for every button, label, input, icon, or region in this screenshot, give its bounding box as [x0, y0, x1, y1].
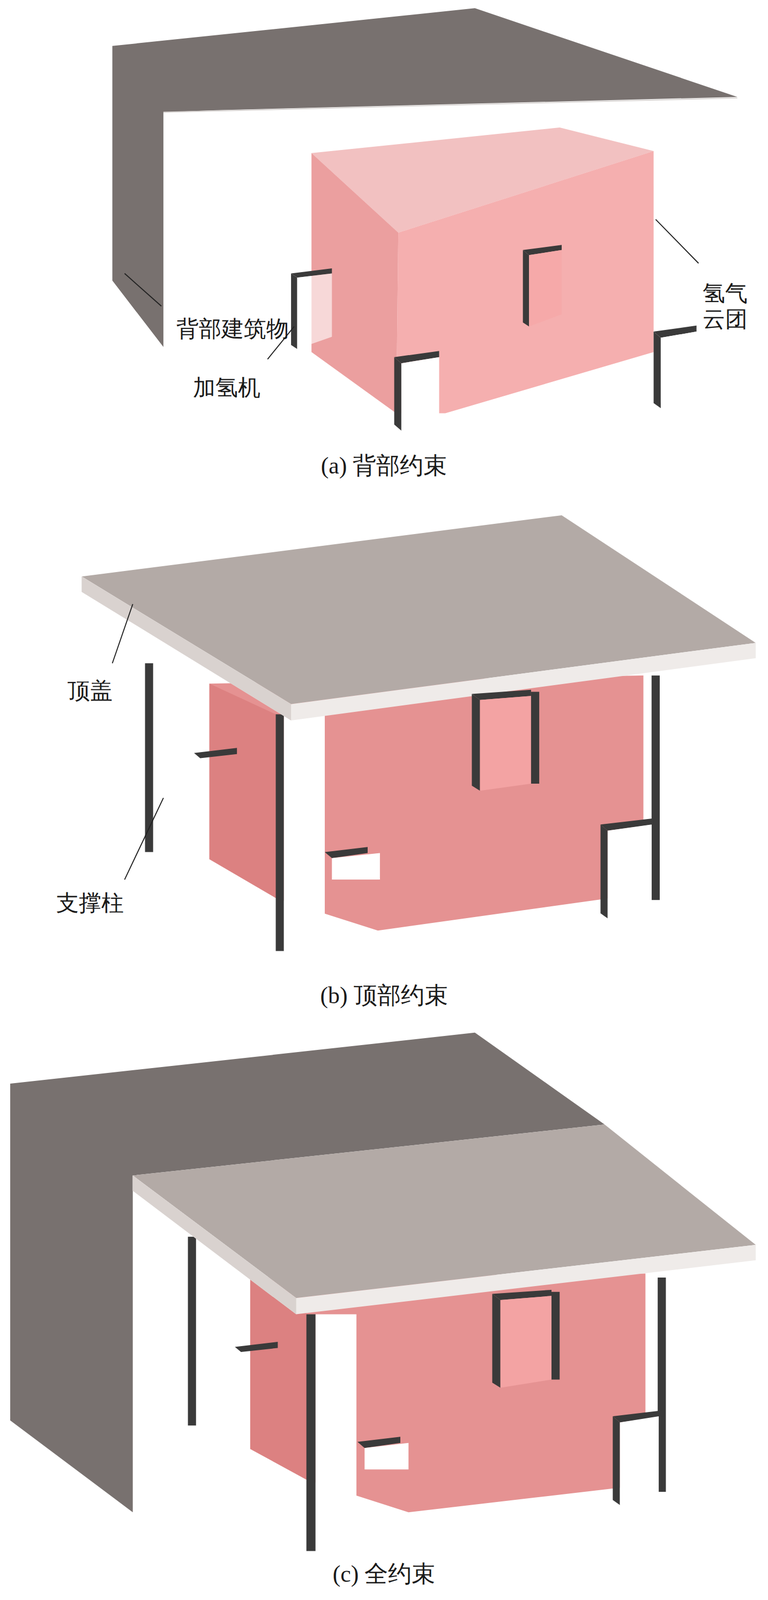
subfigure-caption: (c) 全约束	[332, 1561, 436, 1588]
part-label: 顶盖	[67, 678, 113, 705]
panel-c	[10, 1033, 756, 1553]
cloud	[209, 675, 644, 931]
support-column	[651, 675, 660, 901]
subfigure-caption: (a) 背部约束	[321, 452, 448, 480]
support-column	[657, 1278, 666, 1493]
leader-line	[124, 273, 162, 307]
roof-top	[81, 515, 756, 705]
dispenser	[600, 818, 654, 920]
part-label: 氢气 云团	[702, 280, 750, 332]
dispenser	[194, 748, 237, 759]
leader-line	[124, 798, 163, 881]
panel-a	[112, 8, 738, 431]
roof-edge	[81, 576, 756, 721]
dispenser	[471, 690, 540, 792]
dispenser	[357, 1437, 409, 1471]
dispenser	[234, 1342, 278, 1353]
dispenser	[291, 268, 332, 349]
support-column	[188, 1237, 197, 1427]
part-label: 背部建筑物	[176, 315, 289, 342]
roof-top	[132, 1124, 756, 1299]
support-column	[306, 1315, 316, 1553]
leader-line	[655, 219, 699, 264]
panel-b	[81, 515, 756, 952]
dispenser	[324, 847, 380, 881]
dispenser	[394, 351, 440, 431]
leader-line	[112, 604, 133, 664]
dispenser	[523, 244, 562, 327]
part-label: 支撑柱	[56, 890, 124, 917]
support-column	[145, 663, 154, 853]
part-label: 加氢机	[192, 375, 261, 401]
dispenser	[612, 1411, 664, 1506]
subfigure-caption: (b) 顶部约束	[319, 982, 448, 1010]
support-column	[276, 714, 285, 952]
dispenser	[653, 325, 697, 409]
roof-edge	[132, 1176, 756, 1316]
dispenser	[491, 1290, 560, 1389]
